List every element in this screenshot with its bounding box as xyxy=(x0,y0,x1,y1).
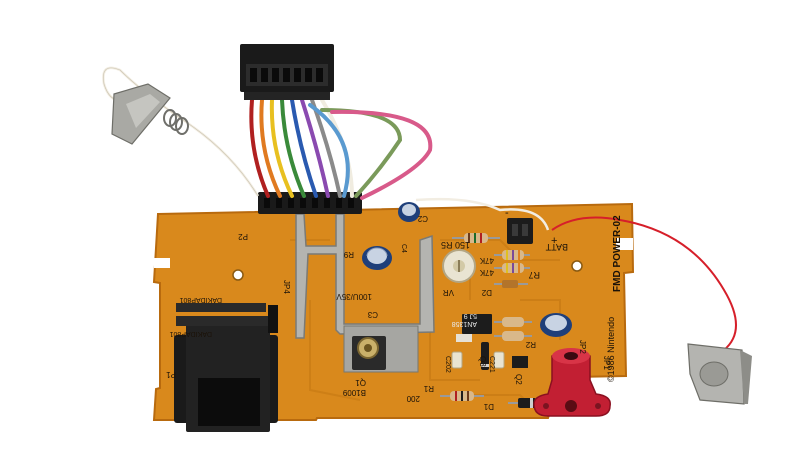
p1-slot xyxy=(198,378,260,426)
p1-top-rail-2 xyxy=(176,303,266,312)
silk-ic-part: AN1358 xyxy=(452,320,477,327)
silk-r1: R1 xyxy=(423,384,434,393)
diode-d2 xyxy=(494,280,528,288)
heatsink-bracket xyxy=(295,213,435,339)
transistor-q2 xyxy=(512,356,528,368)
ic-an1358 xyxy=(456,314,492,342)
silk-c3: C3 xyxy=(367,310,378,319)
red-wire xyxy=(551,216,737,351)
transistor-q1 xyxy=(352,336,386,370)
battery-spring xyxy=(111,83,189,145)
dc-jack xyxy=(533,348,611,417)
white-wire-batt xyxy=(415,197,550,231)
resistors xyxy=(440,233,532,401)
silk-c221: C221 xyxy=(488,356,495,373)
silk-r2: R2 xyxy=(525,340,536,349)
silk-connector-b: DAKIDAP801 xyxy=(169,330,212,337)
small-cap-c221 xyxy=(493,351,505,369)
silk-d2: D2 xyxy=(481,288,492,297)
silk-jp1: JP1 xyxy=(602,356,611,370)
silk-plus: + xyxy=(551,235,557,247)
p1-top-rail xyxy=(176,316,268,326)
battery-plate xyxy=(687,343,752,405)
silk-ic-code: 5J 9 xyxy=(464,312,477,319)
silk-r9: R9 xyxy=(343,250,354,259)
p1-latch xyxy=(268,305,278,333)
pcb-notch-right xyxy=(616,238,633,250)
mount-hole-right xyxy=(571,260,583,272)
small-cap-c202 xyxy=(451,351,463,369)
header-p2 xyxy=(258,192,362,214)
capacitor-c2 xyxy=(398,202,420,222)
potentiometer xyxy=(442,249,476,283)
silk-200: 200 xyxy=(406,394,420,403)
silk-r5: 150 R5 xyxy=(441,240,470,250)
silk-q3: Q3 xyxy=(478,356,487,367)
silk-copyright: ©1986 Nintendo xyxy=(606,317,616,382)
silk-q1: Q1 xyxy=(355,378,366,387)
silk-minus: - xyxy=(505,207,509,219)
diode-vertical xyxy=(481,342,489,370)
silk-jp2: JP2 xyxy=(578,340,587,354)
connector-p1 xyxy=(174,303,278,432)
ribbon-wires xyxy=(249,98,433,200)
silk-c3-value: 100U/35V xyxy=(336,292,372,301)
silkscreen: BATT + - R7 150 R5 47K 47K D2 R2 R1 200 … xyxy=(166,207,623,411)
capacitor-c4 xyxy=(540,313,572,337)
silk-d1: D1 xyxy=(483,402,494,411)
silk-vr: VR xyxy=(443,288,454,297)
silk-c2: C2 xyxy=(417,214,428,223)
batt-connector xyxy=(507,218,533,244)
silk-model: FMD POWER-02 xyxy=(612,215,623,292)
silk-c202: C202 xyxy=(444,356,451,373)
mount-hole-left xyxy=(232,269,244,281)
silk-47k-a: 47K xyxy=(479,256,494,265)
silk-c4: C4 xyxy=(400,244,407,253)
silk-r7: R7 xyxy=(528,270,540,280)
silk-jp4: JP4 xyxy=(282,280,291,294)
white-wire-outline xyxy=(103,67,259,197)
silk-p1: P1 xyxy=(166,370,176,379)
silk-p2: P2 xyxy=(238,232,248,241)
cable-connector xyxy=(240,44,334,100)
silk-connector-a: DAKIDAP801 xyxy=(179,296,222,303)
silk-b1009: B1009 xyxy=(342,388,366,397)
silk-batt: BATT xyxy=(545,242,568,252)
silk-47k-b: 47K xyxy=(479,268,494,277)
pcb-notch-left xyxy=(154,258,170,268)
capacitor-c3 xyxy=(362,246,392,270)
silk-q2: Q2 xyxy=(514,374,523,385)
